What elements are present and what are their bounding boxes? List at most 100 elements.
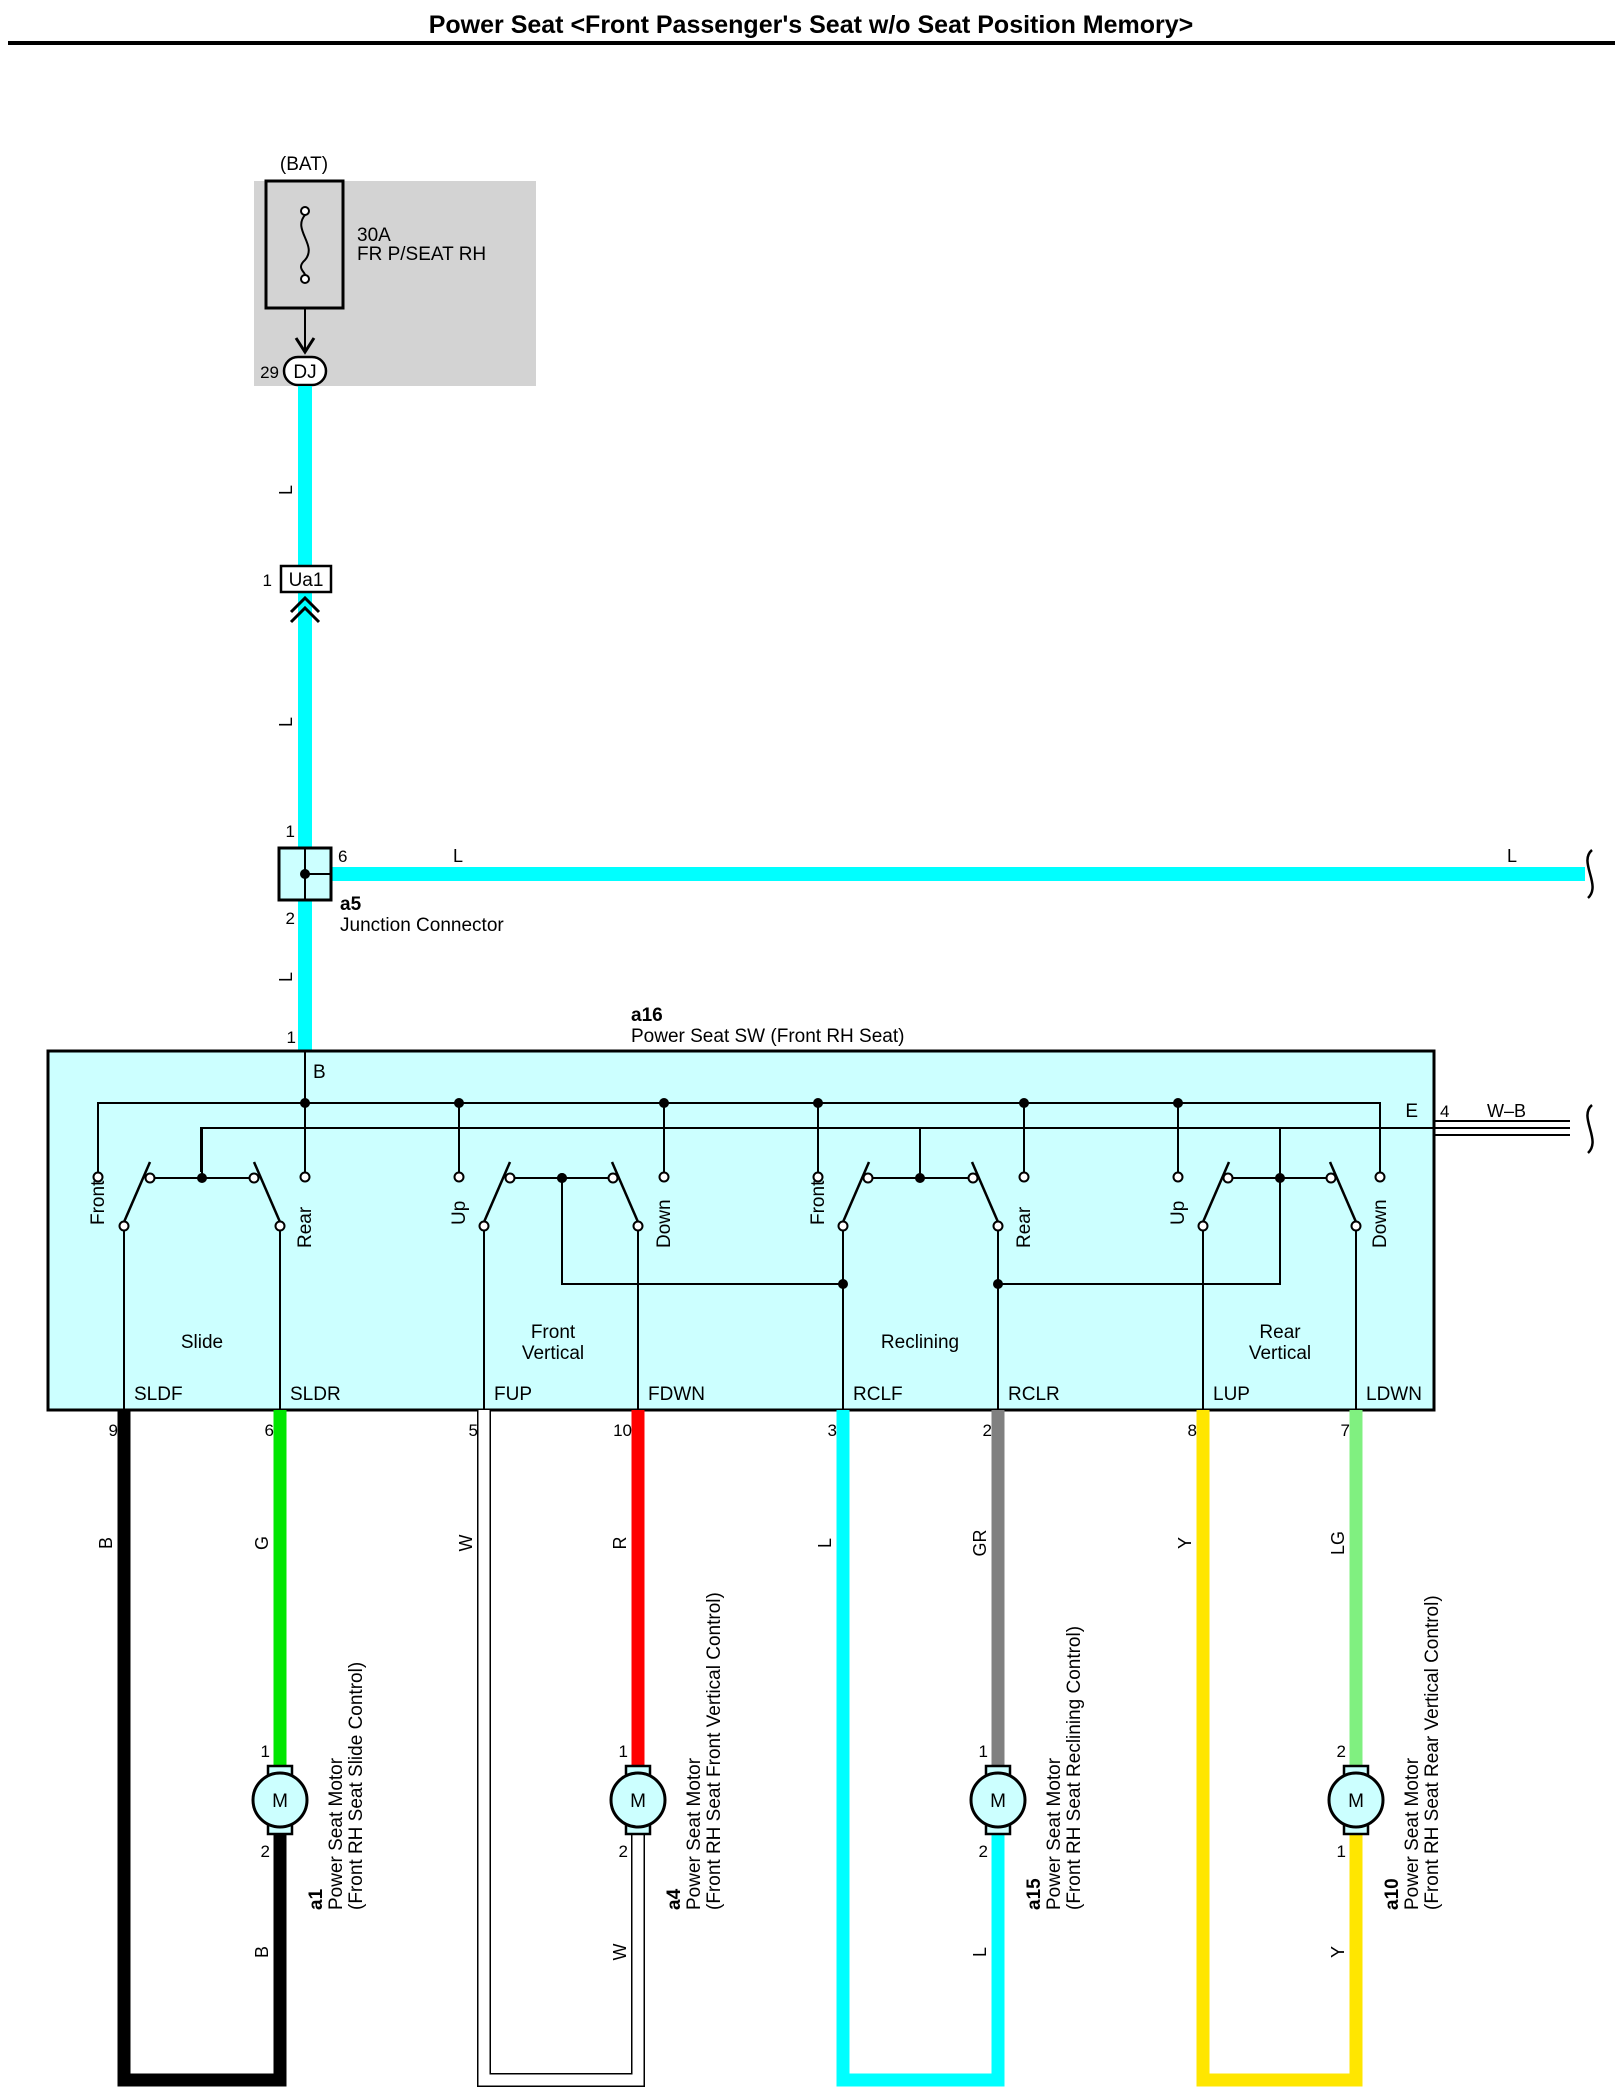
- contact-terminal: [92, 1171, 104, 1183]
- motor-subtitle: (Front RH Seat Rear Vertical Control): [1422, 1595, 1443, 1910]
- return-wire-label: Y: [1328, 1946, 1348, 1958]
- terminal-name: FDWN: [648, 1384, 705, 1405]
- fuse-connector-oval: [282, 355, 328, 387]
- ground-wire-break-icon: [1586, 1104, 1594, 1154]
- junction-pin-side: 6: [338, 847, 347, 866]
- direction-label-left: Front: [808, 1180, 829, 1225]
- switch-ground-pin: 4: [1440, 1102, 1449, 1121]
- ground-terminal: [248, 1172, 260, 1184]
- blade-pivot: [1350, 1220, 1362, 1232]
- fuse-terminal-bottom: [300, 274, 310, 284]
- motor-pin-bottom: 2: [261, 1842, 270, 1861]
- motor-symbol: M: [272, 1791, 288, 1812]
- switch-group-name-line1: Front: [531, 1322, 576, 1343]
- ground-terminal: [144, 1172, 156, 1184]
- motor-name: Power Seat Motor: [1044, 1757, 1065, 1910]
- terminal-pin: 2: [983, 1421, 992, 1440]
- motor-symbol: M: [1348, 1791, 1364, 1812]
- switch-group-name-line2: Vertical: [522, 1343, 584, 1364]
- direction-label-right: Rear: [1014, 1206, 1035, 1248]
- ground-terminal: [862, 1172, 874, 1184]
- switch-group-name-line2: Vertical: [1249, 1343, 1311, 1364]
- fuse-rating: 30A: [357, 225, 391, 246]
- motor-name: Power Seat Motor: [684, 1757, 705, 1910]
- motor-icon: [251, 1771, 309, 1829]
- junction-pin-out: 2: [286, 909, 295, 928]
- contact-terminal: [299, 1171, 311, 1183]
- ground-terminal: [504, 1172, 516, 1184]
- switch-in-terminal: B: [313, 1062, 326, 1083]
- motor-icon: [609, 1771, 667, 1829]
- terminal-name: SLDR: [290, 1384, 341, 1405]
- wire-color-label: B: [96, 1537, 116, 1549]
- motor-name: Power Seat Motor: [1402, 1757, 1423, 1910]
- motor-subtitle: (Front RH Seat Reclining Control): [1064, 1626, 1085, 1910]
- ground-terminal: [1222, 1172, 1234, 1184]
- wire-fill: [478, 1410, 644, 2086]
- fuse-name: FR P/SEAT RH: [357, 244, 486, 265]
- terminal-name: LUP: [1213, 1384, 1250, 1405]
- return-wire-label: W: [610, 1944, 630, 1961]
- wire-color-label: G: [252, 1536, 272, 1550]
- blade-pivot: [837, 1220, 849, 1232]
- blade-pivot: [478, 1220, 490, 1232]
- motor-pin-bottom: 2: [619, 1842, 628, 1861]
- wire-color-label: LG: [1328, 1531, 1348, 1555]
- contact-terminal: [658, 1171, 670, 1183]
- motor-id: a10: [1382, 1878, 1403, 1910]
- terminal-pin: 3: [828, 1421, 837, 1440]
- motor-id: a1: [306, 1888, 327, 1910]
- contact-terminal: [812, 1171, 824, 1183]
- ground-wire-label: W–B: [1487, 1101, 1526, 1121]
- motor-icon: [1327, 1771, 1385, 1829]
- wire-label-middle: L: [276, 717, 296, 727]
- contact-terminal: [453, 1171, 465, 1183]
- switch-blade: [1201, 1161, 1231, 1223]
- junction-id: a5: [340, 894, 362, 915]
- switch-group-name: Reclining: [881, 1332, 959, 1353]
- terminal-pin: 5: [469, 1421, 478, 1440]
- motor-subtitle: (Front RH Seat Slide Control): [346, 1662, 367, 1910]
- motor-pin-top: 1: [979, 1742, 988, 1761]
- contact-terminal: [1018, 1171, 1030, 1183]
- terminal-pin: 10: [613, 1421, 632, 1440]
- blade-pivot: [992, 1220, 1004, 1232]
- return-wire-label: L: [970, 1947, 990, 1957]
- direction-label-left: Front: [88, 1180, 109, 1225]
- terminal-pin: 9: [109, 1421, 118, 1440]
- wire-color-label: W: [456, 1535, 476, 1552]
- wire-color-label: Y: [1175, 1537, 1195, 1549]
- connector-arrow-icon: [294, 337, 316, 355]
- side-wire-label-left: L: [453, 846, 463, 866]
- wire-label-upper: L: [276, 485, 296, 495]
- motor-pin-bottom: 1: [1337, 1842, 1346, 1861]
- motor-return-wire: [836, 1410, 1005, 2087]
- blade-pivot: [118, 1220, 130, 1232]
- direction-label-right: Down: [1370, 1199, 1391, 1248]
- cross-node: [838, 1279, 848, 1289]
- ground-node: [557, 1173, 567, 1183]
- inline-connector-box: [279, 564, 333, 594]
- contact-terminal: [1374, 1171, 1386, 1183]
- cross-link: [998, 1178, 1281, 1285]
- switch-in-pin: 1: [287, 1028, 296, 1047]
- blade-pivot: [632, 1220, 644, 1232]
- wire-break-icon: [1586, 849, 1594, 899]
- terminal-name: LDWN: [1366, 1384, 1422, 1405]
- wire-outline: [477, 1410, 645, 2087]
- motor-id: a15: [1024, 1878, 1045, 1910]
- switch-blade: [252, 1161, 282, 1223]
- terminal-pin: 8: [1188, 1421, 1197, 1440]
- fuse-source-label: (BAT): [280, 154, 328, 175]
- motor-name: Power Seat Motor: [326, 1757, 347, 1910]
- fuse-icon: [300, 214, 310, 276]
- motor-icon: [969, 1771, 1027, 1829]
- inline-connector-pin: 1: [263, 571, 272, 590]
- cross-link: [561, 1178, 843, 1285]
- wire-label-lower: L: [276, 972, 296, 982]
